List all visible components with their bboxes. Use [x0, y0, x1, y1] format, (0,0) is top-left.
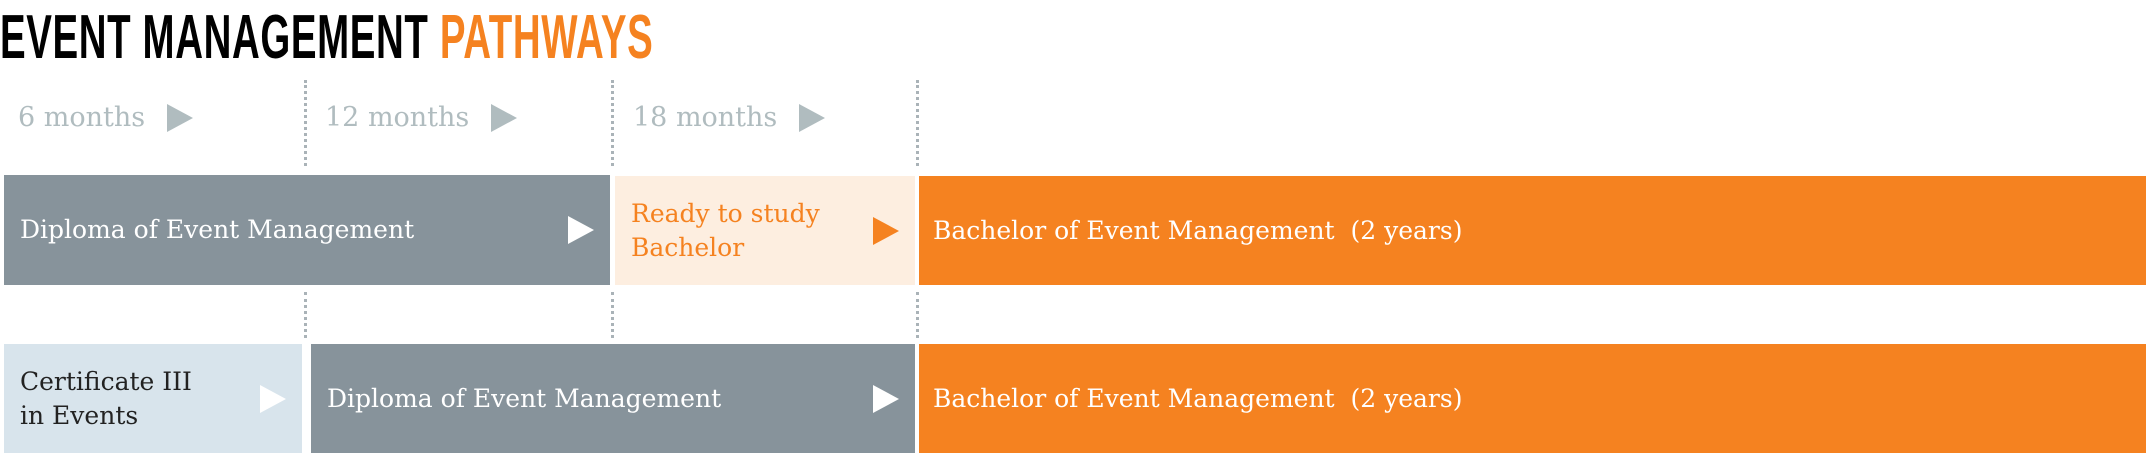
- arrow-right-icon: [167, 103, 194, 132]
- arrow-right-icon: [873, 216, 899, 245]
- divider-18m: [916, 80, 919, 166]
- divider-12m: [611, 80, 614, 166]
- timeline-6-months: 6 months: [18, 102, 194, 133]
- arrow-right-icon: [873, 384, 899, 413]
- title-part-2: PATHWAYS: [439, 3, 654, 72]
- timeline-12-months: 12 months: [325, 102, 518, 133]
- timeline-label: 6 months: [18, 102, 146, 133]
- pathway2-diploma: Diploma of Event Management: [311, 344, 915, 453]
- divider-6m: [304, 292, 307, 338]
- arrow-right-icon: [260, 384, 286, 413]
- arrow-right-icon: [491, 103, 518, 132]
- divider-6m: [304, 80, 307, 166]
- timeline-label: 12 months: [325, 102, 470, 133]
- step-label: Diploma of Event Management: [327, 383, 722, 413]
- step-label: in Events: [20, 400, 139, 430]
- pathway2-certificate: Certificate III in Events: [4, 344, 302, 453]
- pathway1-diploma: Diploma of Event Management: [4, 175, 610, 285]
- step-label: Ready to study: [631, 198, 820, 228]
- step-label: Bachelor of Event Management (2 years): [933, 215, 1463, 245]
- page-title: EVENT MANAGEMENT PATHWAYS: [0, 6, 653, 70]
- title-part-1: EVENT MANAGEMENT: [0, 3, 429, 72]
- pathway2-bachelor: Bachelor of Event Management (2 years): [919, 344, 2146, 453]
- step-label: Certificate III: [20, 366, 192, 396]
- arrow-right-icon: [799, 103, 826, 132]
- divider-12m: [611, 292, 614, 338]
- step-label: Diploma of Event Management: [20, 215, 415, 244]
- divider-18m: [916, 292, 919, 338]
- timeline-18-months: 18 months: [633, 102, 826, 133]
- timeline-label: 18 months: [633, 102, 778, 133]
- arrow-right-icon: [568, 216, 594, 244]
- step-label: Bachelor: [631, 232, 745, 262]
- step-label: Bachelor of Event Management (2 years): [933, 383, 1463, 413]
- pathway1-bachelor: Bachelor of Event Management (2 years): [919, 176, 2146, 285]
